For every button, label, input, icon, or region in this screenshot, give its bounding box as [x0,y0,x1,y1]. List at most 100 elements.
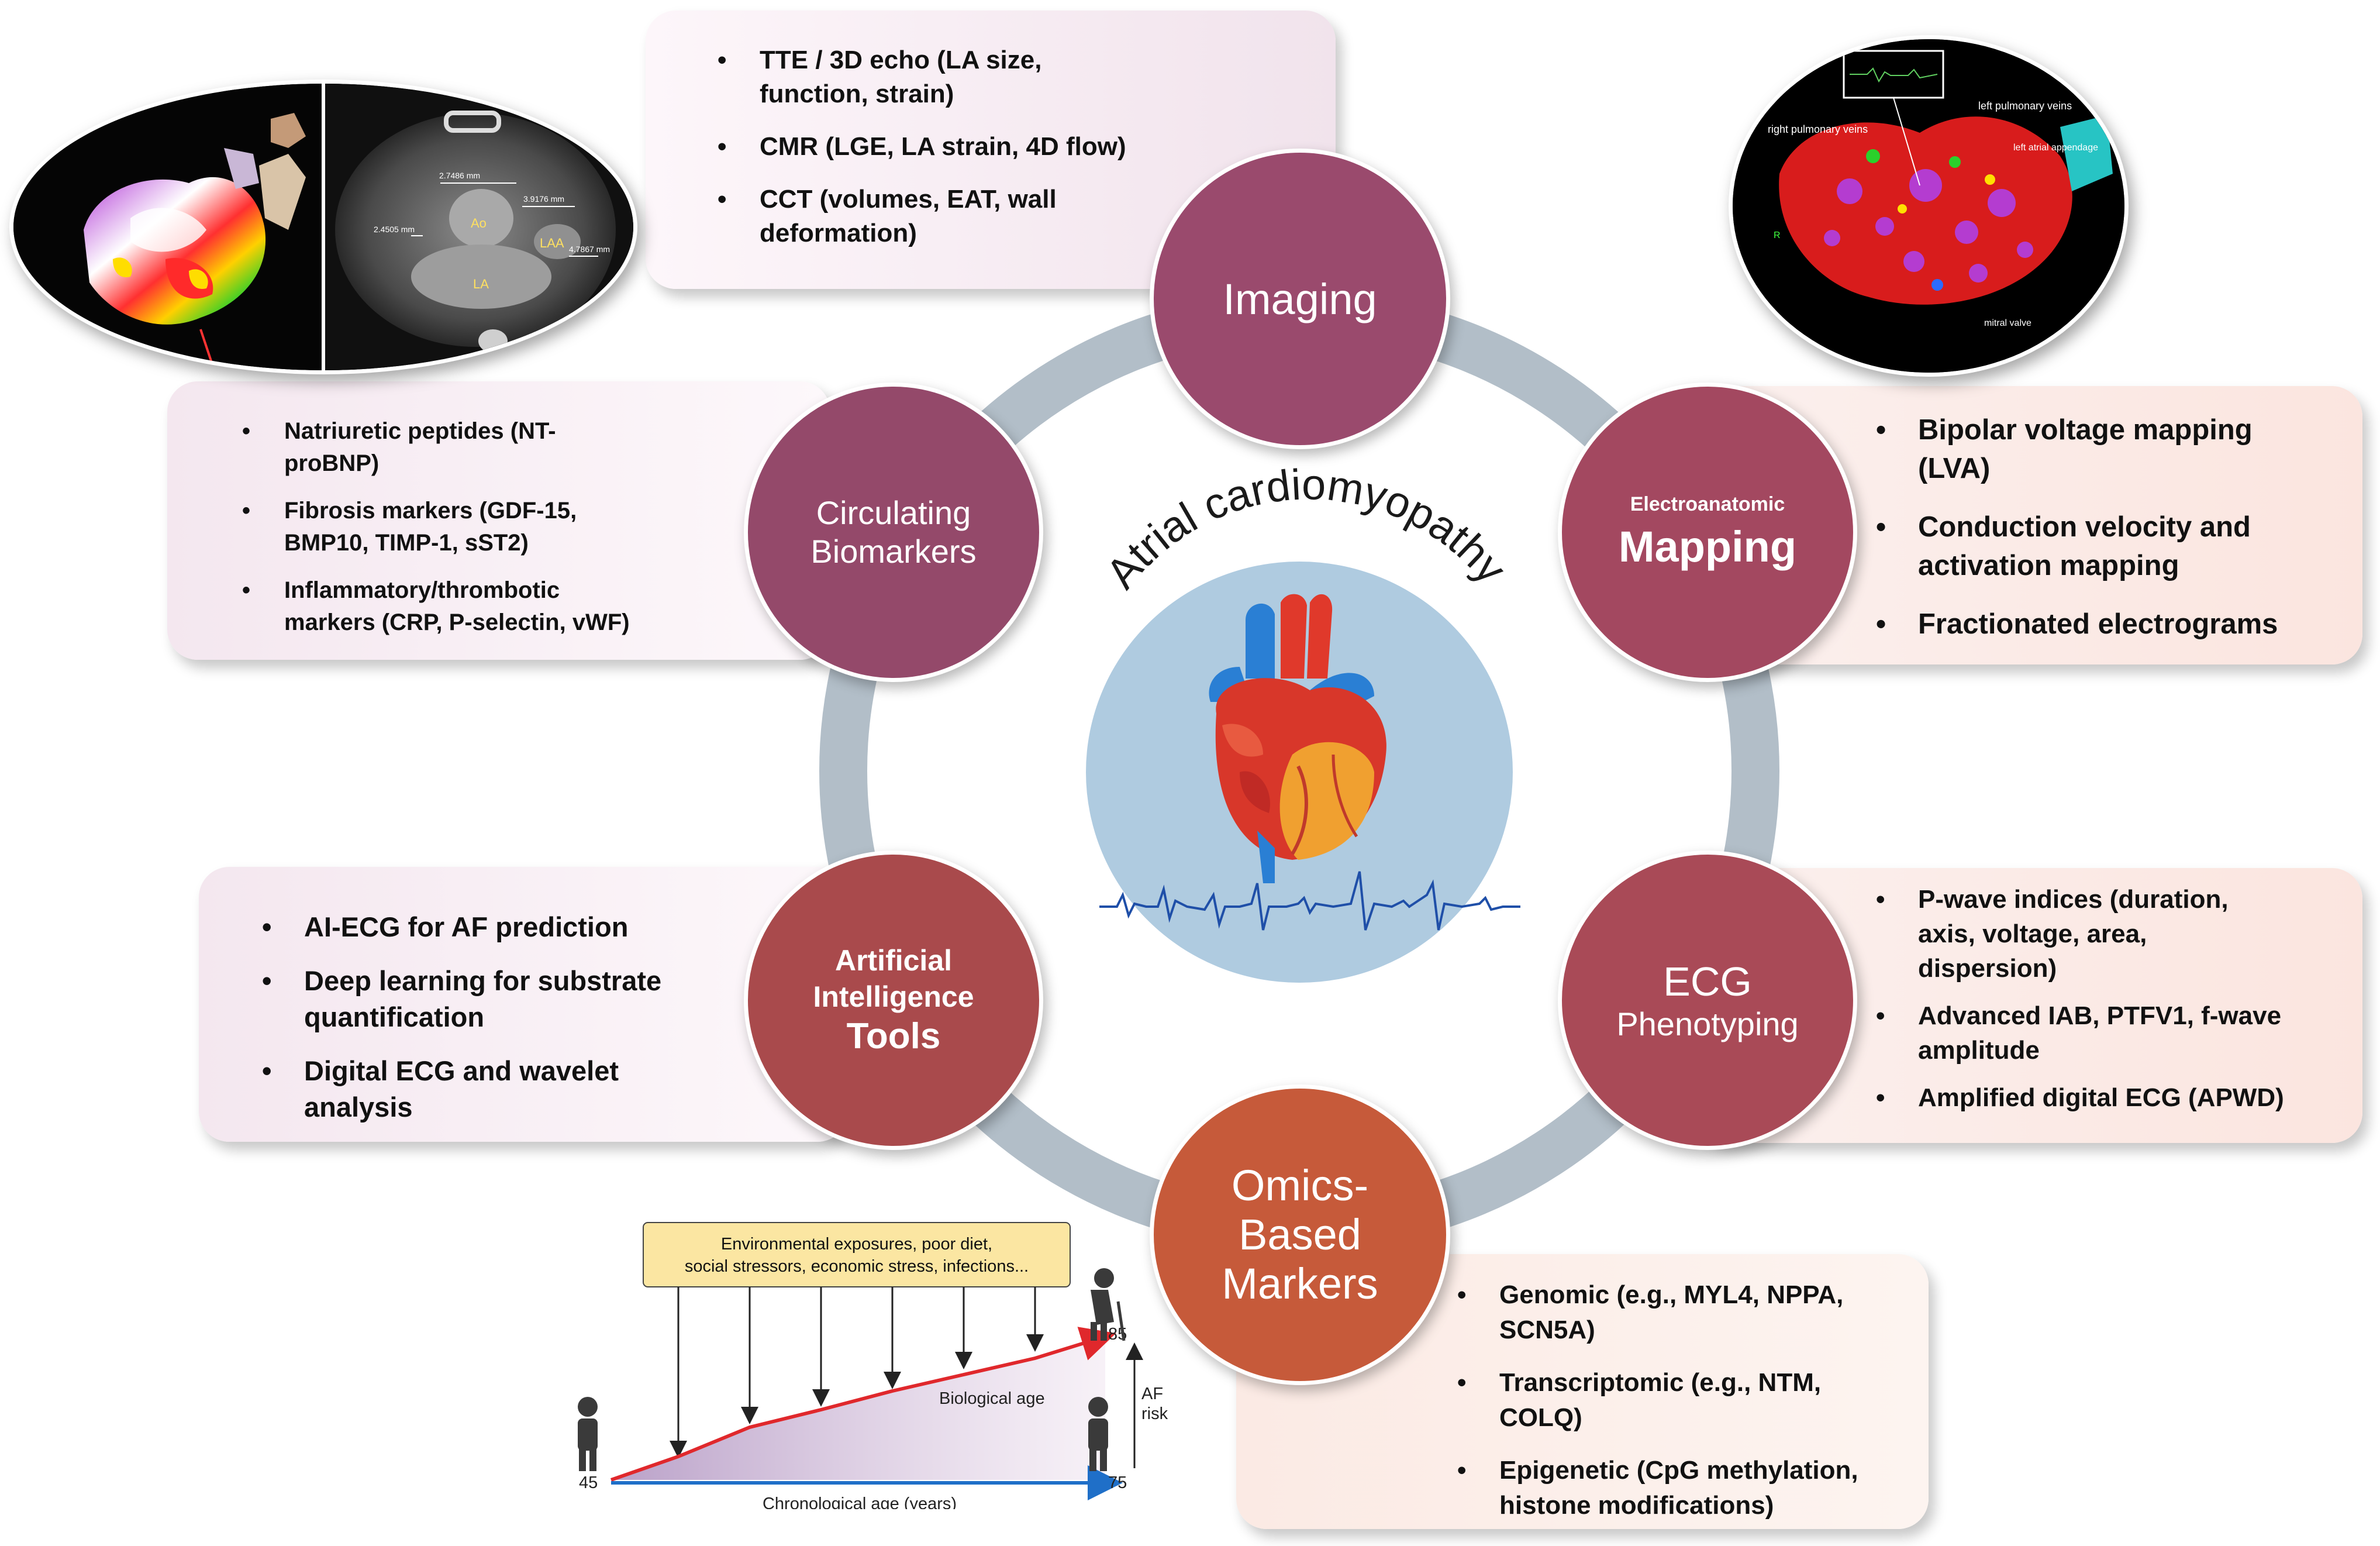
ai-bullet-2: Deep learning for substrate quantificatio… [262,963,662,1035]
ai-node-line2: Intelligence [813,980,974,1013]
aging-chart: Environmental exposures, poor diet, soci… [578,1222,1143,1509]
omics-node-line1: Omics- [1231,1161,1369,1210]
ai-bullet-2-line-1: Deep learning for substrate [304,965,662,996]
mapping-bullet-2: Conduction velocity and activation mappin… [1876,508,2278,585]
ct-label-laa: LAA [540,236,564,250]
imaging-bullet-2: CMR (LGE, LA strain, 4D flow) [718,130,1126,164]
omics-node: Omics- Based Markers [1150,1084,1450,1385]
omics-bullet-3: Epigenetic (CpG methylation, histone modi… [1457,1453,1858,1523]
mapping-bullet-2-line-1: Conduction velocity and [1918,511,2251,543]
mapping-node: Electroanatomic Mapping [1558,383,1857,682]
mapping-bullet-3: Fractionated electrograms [1876,605,2278,643]
biomarkers-info-box: Natriuretic peptides (NT-proBNP) Fibrosis… [167,381,830,660]
ct-measure-2: 3.9176 mm [523,194,564,204]
heart-icon [1099,594,1520,931]
ct-label-la: LA [473,277,489,291]
ai-node: Artificial Intelligence Tools [744,851,1043,1150]
mapping-info-list: Bipolar voltage mapping (LVA) Conduction v… [1876,411,2278,643]
omics-bullet-2-line-2: COLQ) [1499,1403,1582,1432]
omics-info-box: Genomic (e.g., MYL4, NPPA,SCN5A)Transcri… [1236,1254,1929,1529]
person-elderly-icon [1091,1268,1126,1341]
imaging-bullet-1-line-1: TTE / 3D echo (LA size, [760,46,1042,74]
chrono-age-label: Chronological age (years) [763,1495,957,1509]
ai-node-line1: Artificial [834,944,953,977]
biomarkers-bullet-1-line-2: proBNP) [284,450,380,476]
biomarkers-node-line2: Biomarkers [810,533,977,570]
imaging-node-label: Imaging [1223,274,1377,323]
af-risk-line2: risk [1141,1404,1168,1423]
imaging-bullet-2-line-1: CMR (LGE, LA strain, 4D flow) [760,132,1126,161]
ct-label-ao: Ao [471,216,487,230]
biomarkers-bullet-1-line-1: Natriuretic peptides (NT- [284,418,556,444]
omics-node-line3: Markers [1222,1259,1378,1308]
mapping-bullet-1-line-2: (LVA) [1918,453,1991,484]
biomarkers-bullet-3-line-1: Inflammatory/thrombotic [284,577,560,603]
biomarkers-info-list: Natriuretic peptides (NT-proBNP) Fibrosis… [242,415,630,639]
omics-node-line2: Based [1239,1210,1361,1259]
ai-bullet-2-line-2: quantification [304,1001,485,1032]
ecg-bullet-1-line-3: dispersion) [1918,954,2057,983]
ecg-bullet-3: Amplified digital ECG (APWD) [1876,1080,2284,1115]
mapping-bullet-2-line-2: activation mapping [1918,550,2179,581]
exposures-line-1: Environmental exposures, poor diet, [721,1235,992,1254]
center-title: Atrial cardiomyopathy [1096,460,1516,597]
svg-text:Atrial cardiomyopathy: Atrial cardiomyopathy [1096,460,1516,597]
person-middle-icon [1088,1397,1108,1471]
age-chrono-end-label: 75 [1108,1473,1127,1492]
imaging-bullet-3: CCT (volumes, EAT, wall deformation) [718,183,1126,250]
map-label-r: R [1774,230,1781,240]
ecg-node: ECG Phenotyping [1558,851,1857,1150]
ct-measure-3: 2.4505 mm [374,225,415,234]
omics-bullet-3-line-1: Epigenetic (CpG methylation, [1499,1456,1858,1485]
imaging-info-list: TTE / 3D echo (LA size,function, strain)… [718,43,1126,250]
imaging-bullet-3-line-2: deformation) [760,219,917,247]
mapping-bullet-3-line-1: Fractionated electrograms [1918,608,2278,640]
ai-node-line3: Tools [846,1016,941,1056]
ecg-bullet-2-line-2: amplitude [1918,1036,2040,1065]
ct-measure-4: 4.7867 mm [569,245,610,254]
ecg-bullet-1: P-wave indices (duration, axis, voltage, … [1876,882,2284,986]
ecg-bullet-1-line-1: P-wave indices (duration, [1918,885,2229,914]
biomarkers-bullet-2: Fibrosis markers (GDF-15, BMP10, TIMP-1, … [242,495,630,559]
imaging-node: Imaging [1150,149,1450,449]
biomarkers-bullet-1: Natriuretic peptides (NT-proBNP) [242,415,630,480]
omics-bullet-1-line-2: SCN5A) [1499,1316,1595,1344]
ai-info-list: AI-ECG for AF predictionDeep learning fo… [262,909,662,1125]
person-young-icon [578,1397,598,1471]
ecg-trace [1099,871,1520,931]
ecg-bullet-1-line-2: axis, voltage, area, [1918,920,2147,948]
omics-bullet-3-line-2: histone modifications) [1499,1491,1774,1520]
mapping-bullet-1-line-1: Bipolar voltage mapping [1918,414,2253,446]
map-label-appendage: left atrial appendage [2013,143,2098,153]
ai-bullet-1: AI-ECG for AF prediction [262,909,661,945]
imaging-bullet-3-line-1: CCT (volumes, EAT, wall [760,185,1057,214]
imaging-bullet-1: TTE / 3D echo (LA size,function, strain) [718,43,1126,111]
map-label-mitral: mitral valve [1984,318,2031,328]
ecg-bullet-3-line-1: Amplified digital ECG (APWD) [1918,1083,2284,1112]
ai-bullet-3-line-2: analysis [304,1092,413,1123]
omics-bullet-2: Transcriptomic (e.g., NTM, COLQ) [1457,1365,1858,1435]
ecg-node-line1: ECG [1663,958,1752,1004]
biomarkers-node-line1: Circulating [816,494,971,531]
ecg-node-line2: Phenotyping [1616,1005,1799,1042]
af-risk-line1: AF [1141,1385,1164,1403]
age-start-label: 45 [579,1473,598,1492]
map-label-right-pulmonary: right pulmonary veins [1768,123,1868,135]
bio-age-label: Biological age [939,1389,1045,1408]
ai-info-box: AI-ECG for AF predictionDeep learning fo… [199,867,848,1142]
biomarkers-bullet-2-line-2: BMP10, TIMP-1, sST2) [284,530,529,556]
electroanatomic-map-image: left pulmonary veins right pulmonary vei… [1729,35,2129,377]
exposures-line-2: social stressors, economic stress, infec… [685,1257,1029,1276]
mapping-node-label-small: Electroanatomic [1630,493,1785,515]
omics-info-list: Genomic (e.g., MYL4, NPPA,SCN5A)Transcri… [1457,1278,1858,1523]
biomarkers-bullet-2-line-1: Fibrosis markers (GDF-15, [284,498,577,524]
mapping-node-label-big: Mapping [1618,522,1797,571]
omics-bullet-2-line-1: Transcriptomic (e.g., NTM, [1499,1368,1822,1397]
biomarkers-node: Circulating Biomarkers [744,383,1043,682]
ai-bullet-1-line-1: AI-ECG for AF prediction [304,911,629,942]
ct-measure-1: 2.7486 mm [439,171,480,180]
